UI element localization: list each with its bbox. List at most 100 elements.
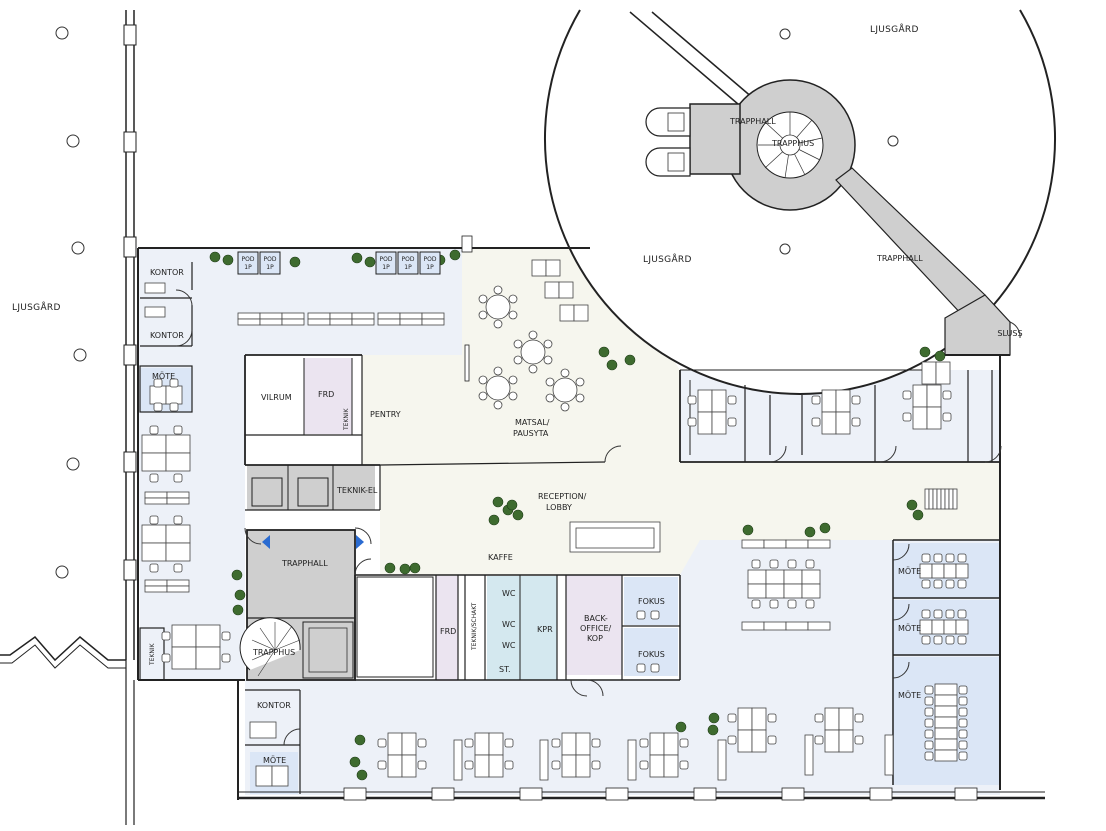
desk <box>747 569 767 585</box>
chair <box>958 696 968 706</box>
desk <box>934 749 958 762</box>
desk <box>141 524 167 544</box>
plant <box>399 563 411 575</box>
round-table <box>552 377 578 403</box>
trapphus-label-south: TRAPPHUS <box>252 648 295 657</box>
mote-label-east-1: MÖTE <box>898 566 921 576</box>
plant <box>506 499 518 511</box>
kontor-label-2: KONTOR <box>150 331 184 340</box>
chair <box>958 751 968 761</box>
chair <box>575 393 585 403</box>
chair <box>478 310 488 320</box>
reception-label-1: RECEPTION/ <box>538 492 587 501</box>
desk <box>421 312 445 320</box>
plant <box>449 249 461 261</box>
desk <box>751 729 767 753</box>
wc-label-2: WC <box>502 620 516 629</box>
chair <box>528 364 538 374</box>
chair <box>173 425 183 435</box>
plant <box>912 509 924 521</box>
chair <box>513 355 523 365</box>
kaffe-label: KAFFE <box>488 553 513 562</box>
desk <box>835 411 851 435</box>
chair <box>513 339 523 349</box>
chair <box>478 391 488 401</box>
chair <box>945 553 955 563</box>
desk <box>919 563 933 579</box>
chair <box>545 393 555 403</box>
plant <box>231 569 243 581</box>
chair <box>805 559 815 569</box>
frd-room-north <box>304 358 352 434</box>
chair <box>767 735 777 745</box>
svg-text:1P: 1P <box>426 264 434 271</box>
chair <box>636 663 646 673</box>
desk <box>281 318 305 326</box>
desk <box>488 732 504 756</box>
desk <box>838 707 854 731</box>
st-label: ST. <box>499 665 511 674</box>
frd-label-south: FRD <box>440 627 456 636</box>
chair <box>149 563 159 573</box>
chair <box>545 377 555 387</box>
stair-step <box>940 488 946 510</box>
desk <box>763 539 787 549</box>
pod-3: POD 1P <box>375 251 397 275</box>
desk <box>838 729 854 753</box>
chair <box>854 713 864 723</box>
desk <box>627 739 637 781</box>
chair <box>493 319 503 329</box>
doors <box>175 289 1021 746</box>
desk <box>747 583 767 599</box>
chair <box>805 599 815 609</box>
desk <box>573 304 589 322</box>
desk <box>149 385 167 405</box>
chair <box>727 735 737 745</box>
chair <box>493 366 503 376</box>
desk <box>765 583 785 599</box>
chair <box>377 738 387 748</box>
kpr-label: KPR <box>537 625 553 634</box>
pods: POD 1P POD 1P POD 1P POD 1P POD 1P <box>237 251 441 275</box>
desk <box>561 732 577 756</box>
desk <box>351 318 375 326</box>
desk <box>488 754 504 778</box>
backoffice-label-1: BACK- <box>584 614 608 623</box>
chair <box>814 713 824 723</box>
plant <box>598 346 610 358</box>
chair <box>417 760 427 770</box>
plant <box>289 256 301 268</box>
desk <box>237 318 261 326</box>
trapphall-arrow-right <box>356 535 364 549</box>
wc-label-1: WC <box>502 589 516 598</box>
pod-4: POD 1P <box>397 251 419 275</box>
desk <box>649 732 665 756</box>
desk <box>271 765 289 787</box>
matsal-label-2: PAUSYTA <box>513 429 549 438</box>
mote-label-west: MÖTE <box>152 371 175 381</box>
west-facade: LJUSGÅRD <box>0 10 137 825</box>
chair <box>543 339 553 349</box>
desk <box>663 732 679 756</box>
chair <box>787 559 797 569</box>
desk <box>912 384 928 408</box>
chair <box>958 718 968 728</box>
trapphall-label: TRAPPHALL <box>281 559 328 568</box>
desk <box>531 259 547 277</box>
chair <box>814 735 824 745</box>
chair <box>687 417 697 427</box>
chair <box>751 559 761 569</box>
desk <box>249 721 277 739</box>
svg-text:POD: POD <box>264 256 277 263</box>
trapphall-right-label: TRAPPHALL <box>876 254 923 263</box>
desk <box>926 384 942 408</box>
chair <box>560 368 570 378</box>
plant <box>492 496 504 508</box>
desk <box>737 729 753 753</box>
plant <box>934 350 946 362</box>
desk <box>377 318 401 326</box>
svg-text:1P: 1P <box>382 264 390 271</box>
plant <box>488 514 500 526</box>
desk <box>934 683 958 696</box>
